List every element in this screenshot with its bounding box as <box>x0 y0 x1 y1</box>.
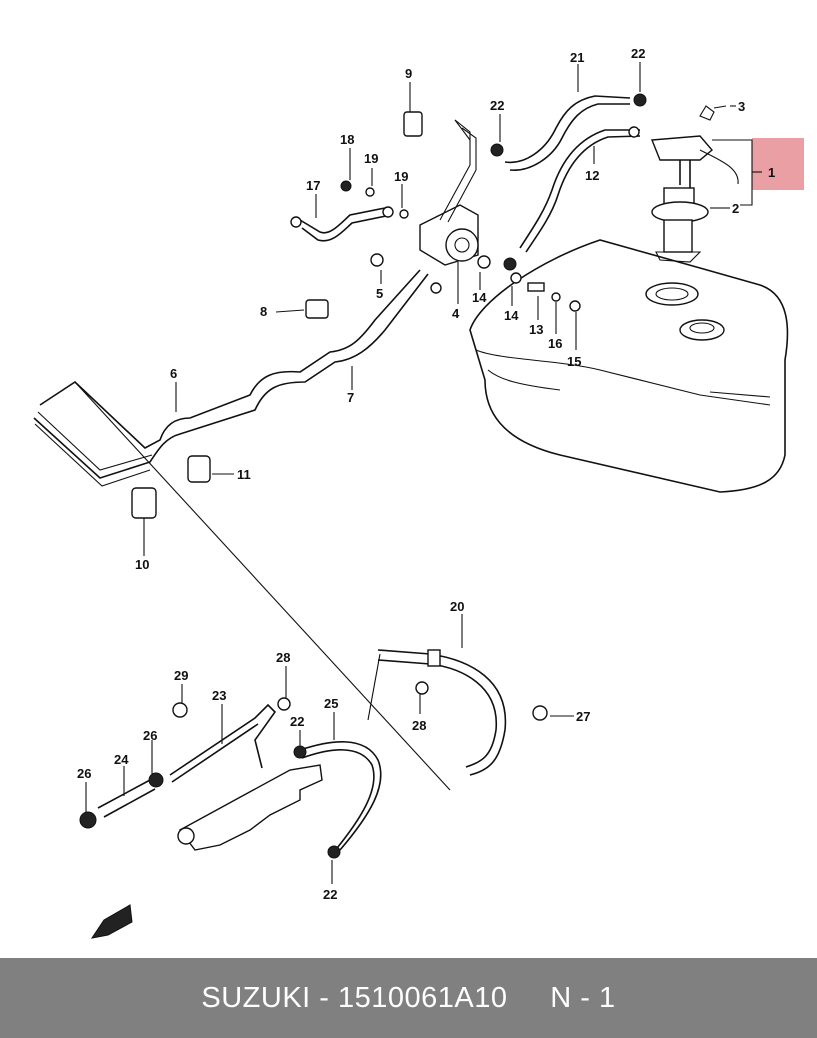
callout-4: 4 <box>452 306 460 321</box>
fuel-pipes-6-7 <box>33 269 429 487</box>
callout-18: 18 <box>340 132 354 147</box>
fasteners <box>340 143 581 312</box>
fuel-rail <box>177 764 323 851</box>
callout-1: 1 <box>768 165 775 180</box>
callout-5: 5 <box>376 286 383 301</box>
callout-15: 15 <box>567 354 581 369</box>
parts-diagram: 21 22 3 22 12 1 2 9 18 19 17 19 5 4 14 1… <box>33 46 789 939</box>
reference-line <box>74 381 451 791</box>
callout-23: 23 <box>212 688 226 703</box>
callout-10: 10 <box>135 557 149 572</box>
callout-14: 14 <box>472 290 487 305</box>
clip-10 <box>131 487 157 519</box>
clamp-26-a <box>79 811 97 829</box>
callout-22: 22 <box>631 46 645 61</box>
callout-26: 26 <box>143 728 157 743</box>
hose-20 <box>367 649 507 776</box>
callout-20: 20 <box>450 599 464 614</box>
callout-24: 24 <box>114 752 129 767</box>
hose-21 <box>504 93 647 171</box>
hose-12 <box>503 126 641 271</box>
callout-16: 16 <box>548 336 562 351</box>
callout-29: 29 <box>174 668 188 683</box>
fuel-filter-4 <box>419 119 479 266</box>
callout-12: 12 <box>585 168 599 183</box>
callout-21: 21 <box>570 50 584 65</box>
callout-2: 2 <box>732 201 739 216</box>
footer-bar: SUZUKI - 1510061A10 N - 1 <box>0 958 817 1038</box>
callout-19: 19 <box>394 169 408 184</box>
callout-28: 28 <box>412 718 426 733</box>
callout-25: 25 <box>324 696 338 711</box>
callout-7: 7 <box>347 390 354 405</box>
hose-25 <box>299 741 382 851</box>
callout-22: 22 <box>490 98 504 113</box>
callout-17: 17 <box>306 178 320 193</box>
callout-19: 19 <box>364 151 378 166</box>
callout-labels: 21 22 3 22 12 1 2 9 18 19 17 19 5 4 14 1… <box>77 46 775 902</box>
bracket-line <box>712 139 753 206</box>
tube-24 <box>97 779 156 818</box>
callout-8: 8 <box>260 304 267 319</box>
front-arrow-icon <box>90 904 133 939</box>
callout-3: 3 <box>738 99 745 114</box>
clip-9 <box>403 111 423 137</box>
fuel-pump-assembly <box>650 105 739 263</box>
highlight-part-1 <box>752 138 804 190</box>
part-number-caption: SUZUKI - 1510061A10 N - 1 <box>201 981 616 1014</box>
callout-11: 11 <box>237 467 251 482</box>
callout-22: 22 <box>323 887 337 902</box>
clip-11 <box>187 455 211 483</box>
clip-8 <box>305 299 329 319</box>
callout-27: 27 <box>576 709 590 724</box>
pipe-23 <box>169 703 277 776</box>
fuel-tank <box>469 239 789 493</box>
clamp-26-b <box>148 772 164 788</box>
callout-6: 6 <box>170 366 177 381</box>
callout-28: 28 <box>276 650 290 665</box>
callout-26: 26 <box>77 766 91 781</box>
leader-lines <box>85 62 736 884</box>
callout-22: 22 <box>290 714 304 729</box>
callout-14: 14 <box>504 308 519 323</box>
callout-13: 13 <box>529 322 543 337</box>
callout-9: 9 <box>405 66 412 81</box>
hose-17 <box>299 207 386 234</box>
